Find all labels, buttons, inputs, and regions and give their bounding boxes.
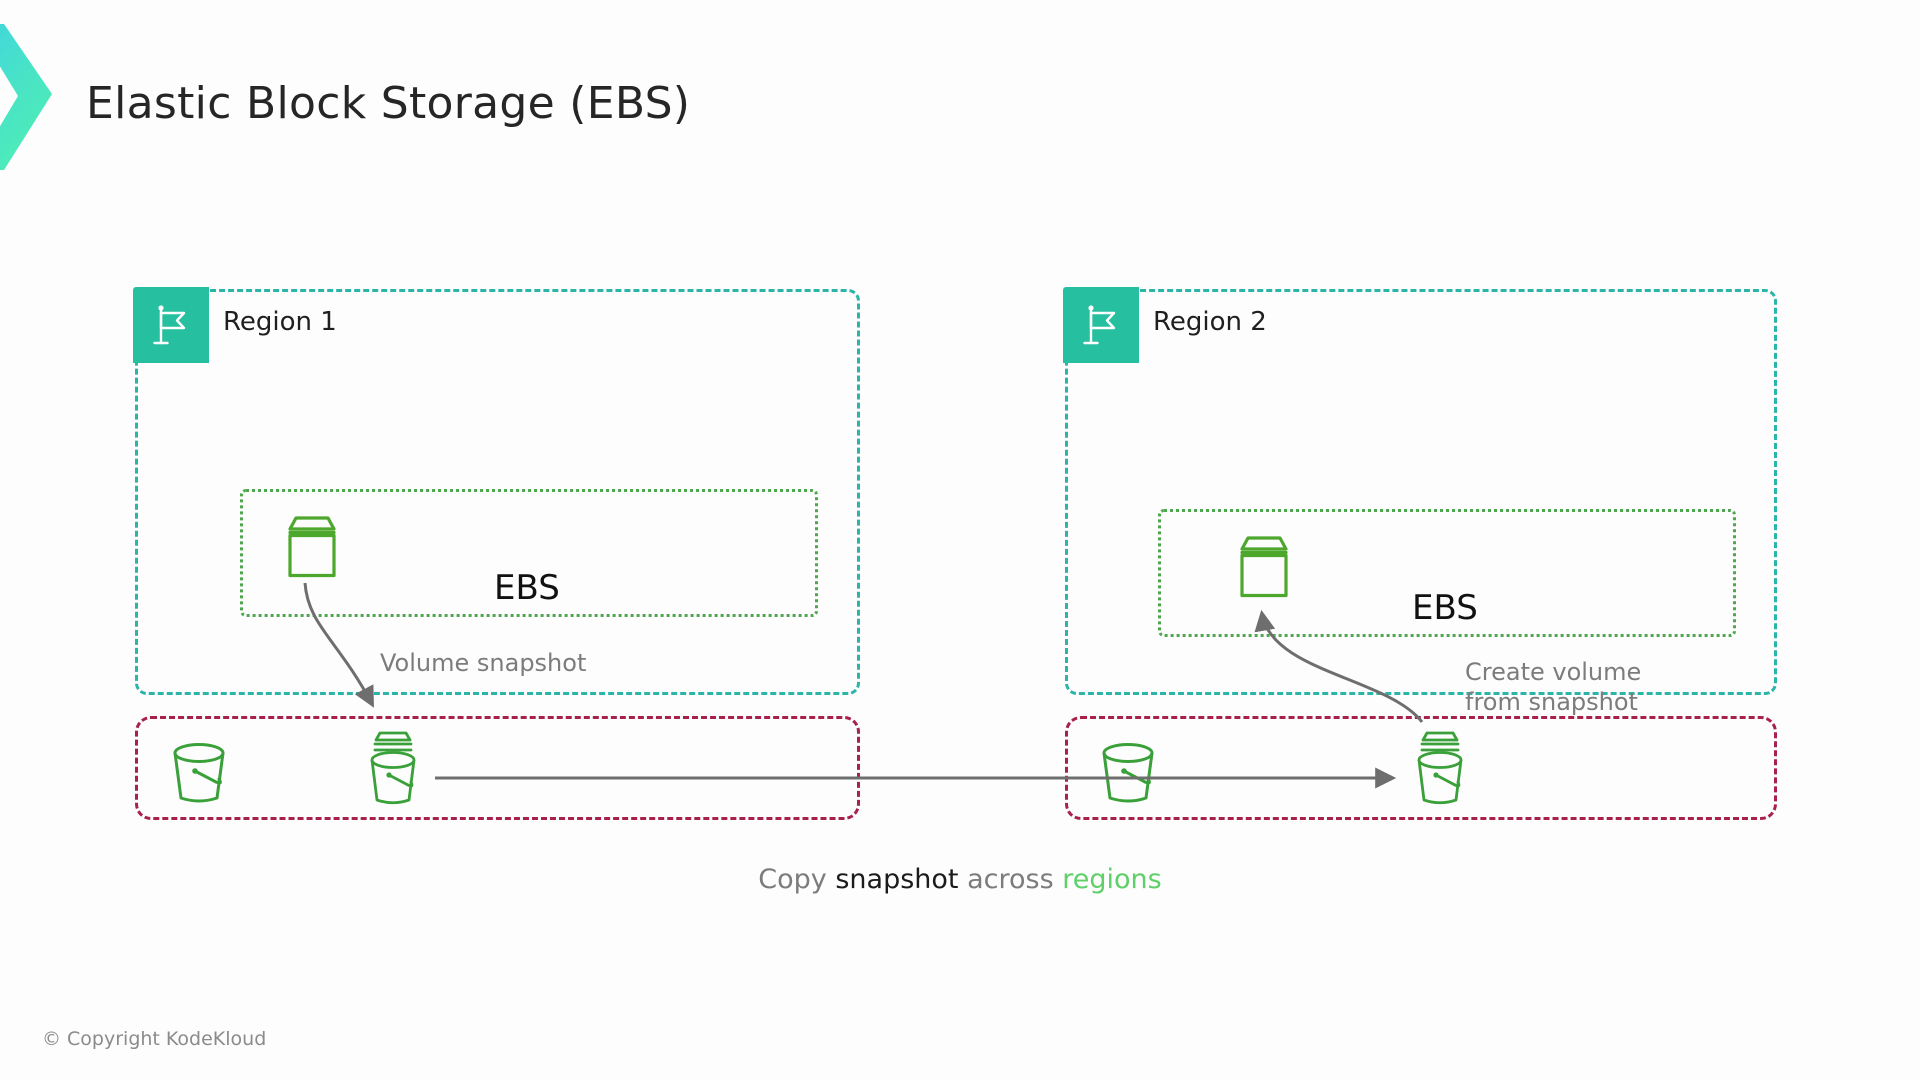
caption-part-snapshot: snapshot	[835, 864, 959, 895]
caption-part-regions: regions	[1062, 864, 1162, 895]
s3-bucket-icon	[173, 743, 225, 803]
s3-bucket-icon	[1102, 743, 1154, 803]
region-2-badge	[1063, 287, 1139, 363]
caption-part-across: across	[958, 864, 1063, 895]
snapshot-bucket-icon	[1417, 731, 1463, 805]
region-2-ebs-container	[1158, 509, 1736, 637]
region-2-ebs-label: EBS	[1412, 588, 1478, 628]
caption-part-copy: Copy	[758, 864, 836, 895]
flag-icon	[1083, 305, 1116, 345]
snapshot-bucket-icon	[370, 731, 416, 805]
region-1-container	[135, 289, 860, 695]
region-1-ebs-container	[240, 489, 818, 617]
region-1-label: Region 1	[223, 307, 337, 337]
bottom-caption: Copy snapshot across regions	[0, 864, 1920, 895]
copyright-notice: © Copyright KodeKloud	[42, 1028, 267, 1050]
ebs-volume-icon	[1240, 536, 1288, 598]
volume-snapshot-annotation: Volume snapshot	[380, 649, 587, 677]
ebs-volume-icon	[288, 516, 336, 578]
kodekloud-chevron-logo	[0, 24, 52, 170]
region-1-snapshot-storage-container	[135, 716, 860, 820]
flag-icon	[153, 305, 186, 345]
region-1-ebs-label: EBS	[494, 568, 560, 608]
region-2-label: Region 2	[1153, 307, 1267, 337]
create-volume-annotation: Create volume from snapshot	[1465, 658, 1642, 716]
region-1-badge	[133, 287, 209, 363]
page-title: Elastic Block Storage (EBS)	[86, 78, 691, 129]
